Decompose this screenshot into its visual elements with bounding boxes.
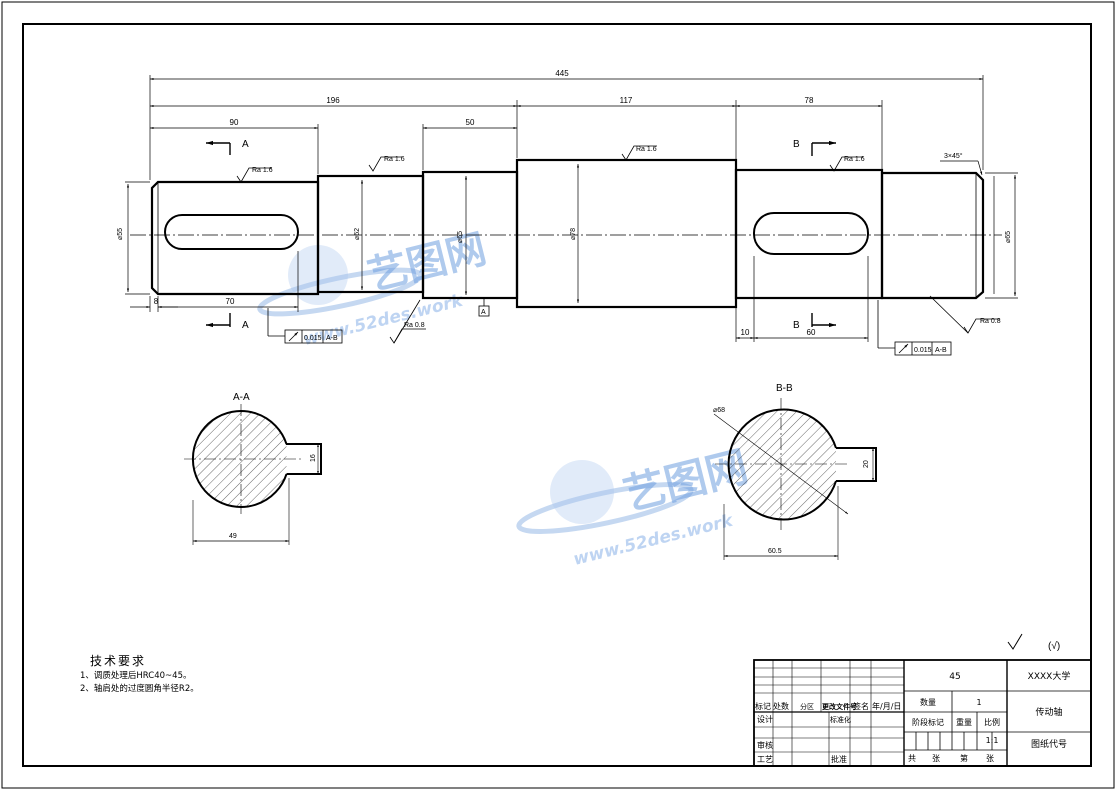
roughness-6: Ra 0.8 xyxy=(980,318,1001,325)
dim-70: 70 xyxy=(226,297,235,306)
tech-note-2: 2、轴肩处的过度圆角半径R2。 xyxy=(80,683,199,694)
tb-page-sheets-label: 张 xyxy=(986,754,994,763)
dim-depth-60-5: 60.5 xyxy=(768,548,782,555)
dim-78: 78 xyxy=(805,96,814,105)
tb-drawing-no: 图纸代号 xyxy=(1031,738,1067,750)
section-label-b-top: B xyxy=(793,139,800,150)
tech-note-1: 1、调质处理后HRC40~45。 xyxy=(80,670,191,681)
section-title-aa: A-A xyxy=(233,392,250,403)
tb-review-label: 审核 xyxy=(757,740,773,750)
tb-part-name: 传动轴 xyxy=(1035,706,1062,718)
tb-page-label: 第 xyxy=(960,753,968,763)
tb-design-label: 设计 xyxy=(757,714,773,724)
tb-weight-label: 重量 xyxy=(956,717,972,727)
inner-frame xyxy=(22,23,1092,767)
tb-date-label: 年/月/日 xyxy=(872,701,901,711)
dim-50: 50 xyxy=(466,118,475,127)
tb-material: 45 xyxy=(949,672,960,682)
runout-value-right: 0.015 xyxy=(914,347,932,354)
tb-process-label: 工艺 xyxy=(757,755,773,764)
section-title-bb: B-B xyxy=(776,383,793,394)
roughness-2: Ra 1.6 xyxy=(384,156,405,163)
tb-school: XXXX大学 xyxy=(1028,670,1071,682)
datum-a-letter: A xyxy=(481,309,486,316)
tb-approve-label: 批准 xyxy=(831,754,847,764)
datum-a-marker xyxy=(478,298,490,317)
dim-dia-65-left: ⌀65 xyxy=(457,231,464,243)
tb-qty-value: 1 xyxy=(976,698,981,707)
dim-dia-68: ⌀68 xyxy=(713,407,725,414)
tb-scale-value: 1:1 xyxy=(986,736,999,745)
tb-scale-label: 比例 xyxy=(984,717,1000,727)
general-roughness-paren: (√) xyxy=(1048,640,1060,652)
general-roughness-symbol xyxy=(1007,633,1023,650)
runout-value-left: 0.015 xyxy=(304,335,322,342)
dim-lines xyxy=(125,75,1018,342)
section-bb-view xyxy=(713,398,877,560)
tb-sign-label: 签名 xyxy=(853,701,869,711)
tb-std-label: 标准化 xyxy=(830,715,851,724)
runout-datum-left: A-B xyxy=(326,335,338,342)
dim-dia-78: ⌀78 xyxy=(570,228,577,240)
roughness-symbols xyxy=(236,145,1000,344)
tb-sheets-label: 张 xyxy=(932,754,940,763)
runout-datum-right: A-B xyxy=(935,347,947,354)
roughness-3: Ra 1.6 xyxy=(636,146,657,153)
dim-dia-62: ⌀62 xyxy=(354,228,361,240)
section-label-b-bottom: B xyxy=(793,320,800,331)
dim-8: 8 xyxy=(154,297,159,306)
section-label-a-top: A xyxy=(242,139,249,150)
dim-196: 196 xyxy=(326,96,340,105)
dim-depth-49: 49 xyxy=(229,533,237,540)
tolerance-frame-left xyxy=(267,308,343,344)
dim-445: 445 xyxy=(555,69,569,78)
section-markers xyxy=(206,140,836,328)
roughness-4: Ra 1.6 xyxy=(844,156,865,163)
dim-keyway-16: 16 xyxy=(310,454,317,462)
dim-117: 117 xyxy=(620,96,633,105)
dim-10: 10 xyxy=(741,328,750,337)
tb-change-label: 更改文件号 xyxy=(822,702,857,711)
watermark-middle: 艺图网 www.52des.work xyxy=(516,442,753,570)
dim-chamfer: 3×45° xyxy=(944,152,963,160)
tech-notes-title: 技术要求 xyxy=(90,654,146,668)
roughness-1: Ra 1.6 xyxy=(252,167,273,174)
tolerance-frame-right xyxy=(877,300,952,356)
section-aa-view xyxy=(184,404,322,545)
tb-mark-label: 标记 xyxy=(755,701,771,711)
roughness-5: Ra 0.8 xyxy=(404,322,425,329)
title-block xyxy=(753,659,1092,767)
tb-stage-label: 阶段标记 xyxy=(912,717,944,727)
dim-90: 90 xyxy=(230,118,239,127)
dim-keyway-20: 20 xyxy=(863,460,870,468)
dim-dia-55: ⌀55 xyxy=(117,228,124,240)
watermark-cn-top: 艺图网 xyxy=(363,226,491,300)
dim-60: 60 xyxy=(807,328,816,337)
tb-total-label: 共 xyxy=(908,754,916,763)
tb-zone-label: 分区 xyxy=(800,702,814,711)
tb-qty-label: 数量 xyxy=(920,697,936,707)
shaft-main-view xyxy=(130,158,1002,309)
tb-place-label: 处数 xyxy=(773,701,789,711)
dim-dia-65-right: ⌀65 xyxy=(1005,231,1012,243)
section-label-a-bottom: A xyxy=(242,320,249,331)
